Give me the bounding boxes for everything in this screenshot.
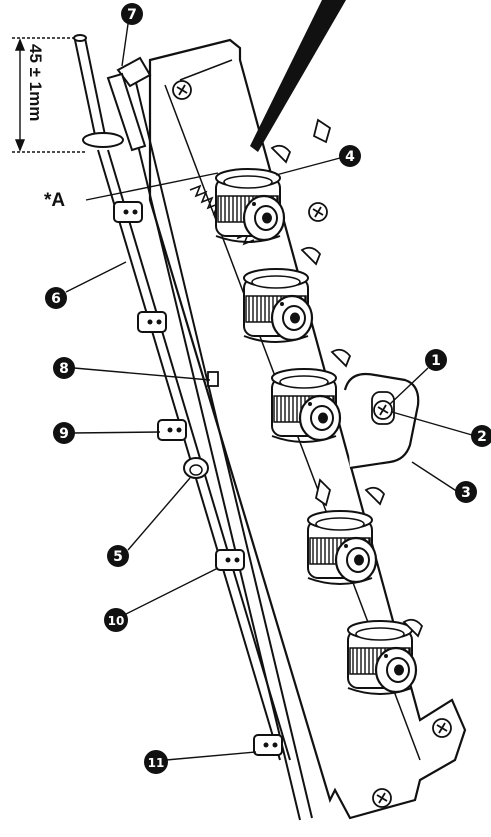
tension-unit-1 bbox=[214, 167, 286, 244]
plate-screw-1 bbox=[308, 202, 328, 222]
callout-9: 9 bbox=[53, 422, 75, 444]
callout-8: 8 bbox=[53, 357, 75, 379]
svg-text:3: 3 bbox=[461, 485, 471, 501]
tension-unit-5 bbox=[346, 619, 418, 696]
svg-text:9: 9 bbox=[59, 426, 69, 442]
collar-10 bbox=[215, 549, 245, 571]
callout-7: 7 bbox=[121, 3, 143, 25]
dimension-label: 45 ± 1mm bbox=[26, 44, 45, 121]
bolt-5 bbox=[183, 457, 209, 479]
tension-unit-3 bbox=[270, 367, 342, 444]
svg-text:11: 11 bbox=[148, 756, 165, 770]
callout-2: 2 bbox=[471, 425, 491, 447]
plate-screw-top bbox=[172, 80, 192, 100]
collar-middle bbox=[137, 311, 167, 333]
plate-screw-bottom bbox=[372, 788, 392, 808]
callout-5: 5 bbox=[107, 545, 129, 567]
svg-text:10: 10 bbox=[108, 614, 125, 628]
callout-6: 6 bbox=[45, 287, 67, 309]
plate-screw-bottom-right bbox=[432, 718, 452, 738]
callout-4: 4 bbox=[339, 145, 361, 167]
leader-a bbox=[85, 172, 219, 201]
label-a: *A bbox=[44, 190, 65, 211]
tension-unit-4 bbox=[306, 509, 378, 586]
svg-text:7: 7 bbox=[127, 7, 137, 23]
svg-text:5: 5 bbox=[113, 549, 123, 565]
pin-8 bbox=[207, 371, 219, 387]
collar-11 bbox=[253, 734, 283, 756]
leader-lines bbox=[65, 23, 473, 761]
pointer-wedge bbox=[250, 0, 346, 152]
svg-text:4: 4 bbox=[345, 149, 355, 165]
callout-11: 11 bbox=[144, 750, 168, 774]
collar-upper bbox=[113, 201, 143, 223]
svg-text:8: 8 bbox=[59, 361, 69, 377]
screw-1-2 bbox=[373, 400, 393, 420]
collar-9 bbox=[157, 419, 187, 441]
plate-tabs bbox=[270, 118, 424, 638]
svg-text:1: 1 bbox=[431, 353, 441, 369]
tension-unit-2 bbox=[242, 267, 314, 344]
thread-guide-7 bbox=[106, 56, 152, 152]
top-washer bbox=[82, 132, 124, 148]
dimension-marker bbox=[12, 37, 86, 153]
callout-1: 1 bbox=[425, 349, 447, 371]
svg-text:2: 2 bbox=[477, 429, 487, 445]
callout-10: 10 bbox=[104, 608, 128, 632]
svg-text:6: 6 bbox=[51, 291, 61, 307]
rail-rods bbox=[73, 34, 313, 821]
callout-3: 3 bbox=[455, 481, 477, 503]
